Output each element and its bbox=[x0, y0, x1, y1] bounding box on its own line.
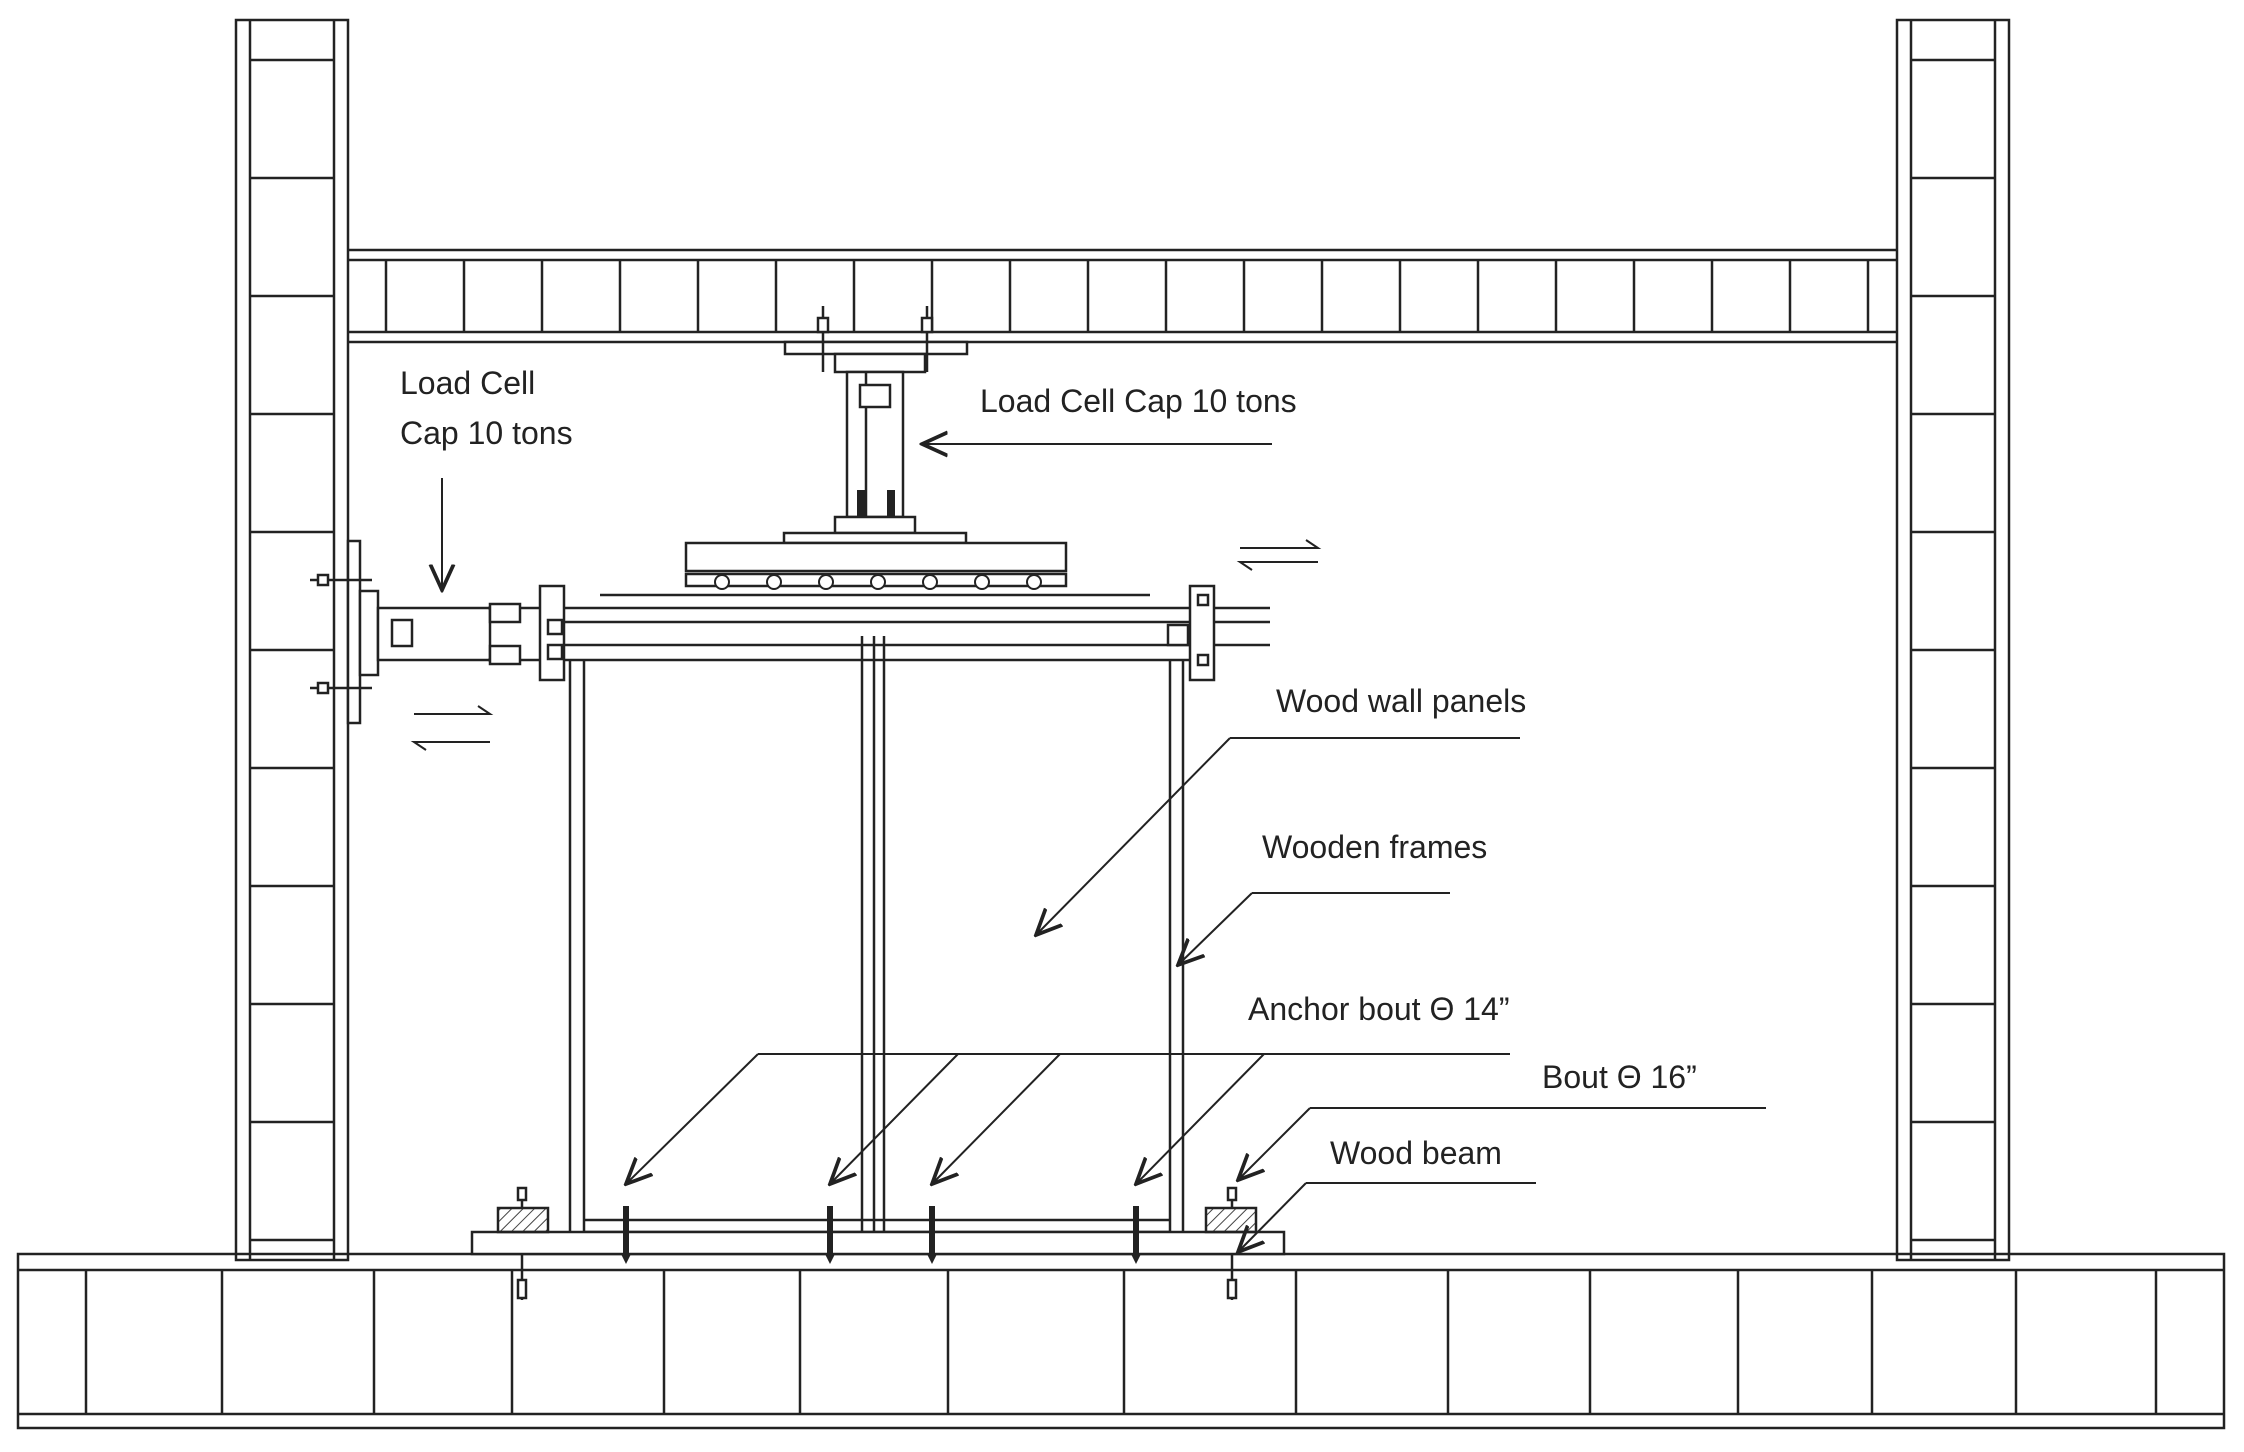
anchor-bolt bbox=[929, 1206, 935, 1256]
anchor-bolt-tip bbox=[1131, 1254, 1141, 1264]
anchor-bolt bbox=[1133, 1206, 1139, 1256]
anchor-bolt-tip bbox=[927, 1254, 937, 1264]
anchor-bolt bbox=[623, 1206, 629, 1256]
label-wood-wall-panels: Wood wall panels bbox=[1276, 683, 1526, 719]
leader-lines bbox=[442, 444, 1766, 1252]
anchor-bolt-tip bbox=[825, 1254, 835, 1264]
horizontal-load-cell bbox=[310, 539, 540, 725]
loading-beam bbox=[538, 584, 1270, 682]
bearing-roller bbox=[922, 574, 938, 590]
wooden-frames bbox=[568, 636, 1185, 1234]
label-load-cell-left-line2: Cap 10 tons bbox=[400, 415, 573, 451]
label-anchor-bolt: Anchor bout Θ 14” bbox=[1248, 991, 1509, 1027]
label-load-cell-top: Load Cell Cap 10 tons bbox=[980, 383, 1297, 419]
label-wood-beam: Wood beam bbox=[1330, 1135, 1502, 1171]
anchor-bolt-tip bbox=[621, 1254, 631, 1264]
right-reaction-column bbox=[1895, 18, 2011, 1262]
bearing-roller bbox=[818, 574, 834, 590]
left-reaction-column bbox=[234, 18, 350, 1262]
bearing-roller bbox=[766, 574, 782, 590]
vertical-load-cell-studs bbox=[857, 490, 895, 516]
label-load-cell-left-line1: Load Cell bbox=[400, 365, 535, 401]
bearing-roller bbox=[974, 574, 990, 590]
bearing-roller bbox=[870, 574, 886, 590]
wood-beam bbox=[470, 1230, 1286, 1256]
base-strong-floor-beam bbox=[16, 1252, 2226, 1430]
label-bolt: Bout Θ 16” bbox=[1542, 1059, 1697, 1095]
label-wooden-frames: Wooden frames bbox=[1262, 829, 1487, 865]
anchor-bolt bbox=[827, 1206, 833, 1256]
bearing-roller bbox=[1026, 574, 1042, 590]
top-reaction-beam bbox=[348, 248, 1897, 344]
hold-down-blocks bbox=[496, 1186, 1258, 1300]
cyclic-load-arrows bbox=[410, 539, 1322, 751]
vertical-load-cell bbox=[684, 306, 1068, 588]
anchor-bolts bbox=[621, 1206, 1141, 1264]
bearing-roller bbox=[714, 574, 730, 590]
bearing-rollers bbox=[714, 574, 1042, 590]
